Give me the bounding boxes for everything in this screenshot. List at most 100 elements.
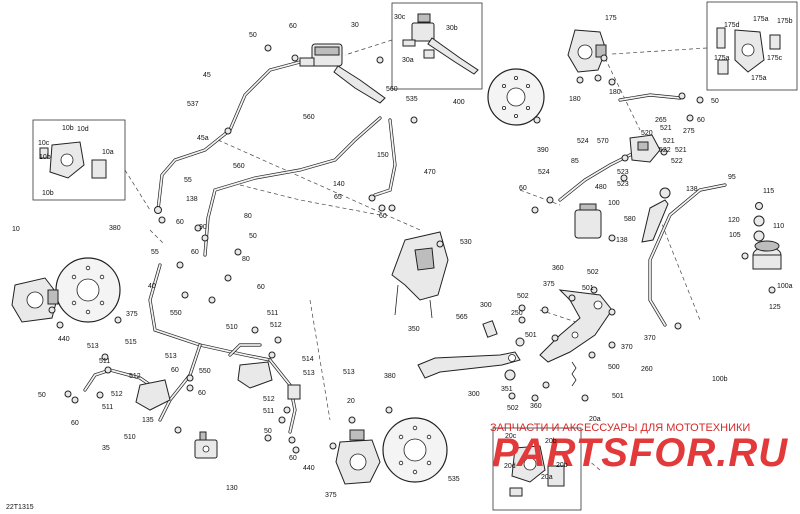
front-right-caliper-inset-parts	[509, 445, 565, 497]
callout-label: 502	[507, 405, 519, 412]
callout-label: 400	[453, 99, 465, 106]
callout-label: 180	[569, 96, 581, 103]
callout-label: 523	[617, 169, 629, 176]
callout-label: 20b	[545, 438, 557, 445]
front-left-brake-disc-380	[55, 257, 121, 323]
pedal-bushing-300	[504, 337, 525, 381]
callout-label: 175a	[753, 16, 769, 23]
callout-label: 175	[605, 15, 617, 22]
inset-box-rear-caliper-detail	[706, 1, 798, 91]
front-left-caliper-10	[11, 277, 59, 323]
callout-label: 511	[102, 404, 113, 411]
pedal-rod-350	[482, 320, 498, 338]
rear-master-cylinder-520	[629, 134, 661, 163]
callout-labels: 30 30c 30b 30a 50 60 45 537 45a 560 560 …	[12, 14, 793, 499]
callout-label: 60	[257, 284, 265, 291]
callout-label: 10b	[39, 154, 51, 161]
callout-label: 524	[538, 169, 550, 176]
callout-label: 560	[386, 86, 398, 93]
callout-label: 512	[263, 396, 275, 403]
callout-label: 510	[124, 434, 136, 441]
callout-label: 524	[577, 138, 589, 145]
callout-label: 125	[769, 304, 781, 311]
callout-label: 470	[424, 169, 436, 176]
callout-label: 511	[263, 408, 274, 415]
protective-sleeve-580	[641, 199, 669, 243]
callout-label: 375	[543, 281, 555, 288]
callout-label: 138	[186, 196, 198, 203]
callout-label: 522	[671, 158, 683, 165]
callout-label: 521	[660, 125, 672, 132]
callout-label: 10b	[62, 125, 74, 132]
callout-label: 390	[537, 147, 549, 154]
callout-label: 580	[624, 216, 636, 223]
callout-label: 120	[728, 217, 740, 224]
callout-label: 535	[448, 476, 460, 483]
callout-label: 60	[176, 219, 184, 226]
callout-label: 50	[264, 428, 272, 435]
callout-label: 501	[582, 285, 594, 292]
rear-caliper-175	[567, 29, 607, 73]
callout-label: 370	[644, 335, 656, 342]
callout-label: 150	[377, 152, 389, 159]
callout-label: 80	[242, 256, 250, 263]
master-cylinder-inset-parts	[402, 13, 479, 75]
callout-label: 50	[249, 233, 257, 240]
callout-label: 40	[148, 283, 156, 290]
callout-label: 100	[608, 200, 620, 207]
callout-label: 130	[226, 485, 238, 492]
callout-label: 85	[571, 158, 579, 165]
callout-label: 375	[325, 492, 337, 499]
callout-label: 530	[460, 239, 472, 246]
callout-label: 135	[142, 417, 154, 424]
callout-label: 10	[12, 226, 20, 233]
distribution-block-510-right	[237, 361, 273, 389]
callout-label: 90	[199, 224, 207, 231]
callout-label: 50	[711, 98, 719, 105]
front-left-caliper-inset-parts	[39, 141, 107, 179]
callout-label: 513	[303, 370, 315, 377]
callout-label: 370	[621, 344, 633, 351]
brake-fluid-reservoir-100	[574, 203, 602, 239]
callout-label: 351	[501, 386, 513, 393]
callout-label: 138	[686, 186, 698, 193]
callout-label: 550	[170, 310, 182, 317]
callout-label: 502	[587, 269, 599, 276]
inset-box-master-cylinder-detail	[391, 2, 483, 90]
callout-label: 60	[289, 23, 297, 30]
callout-label: 350	[408, 326, 420, 333]
callout-label: 100a	[777, 283, 793, 290]
callout-label: 265	[655, 117, 667, 124]
callout-label: 100b	[712, 376, 728, 383]
callout-label: 80	[244, 213, 252, 220]
callout-label: 513	[165, 353, 177, 360]
distribution-block-510-left	[135, 379, 171, 411]
footrest-bracket-500	[539, 289, 613, 363]
callout-label: 30c	[394, 14, 406, 21]
callout-label: 95	[728, 174, 736, 181]
callout-label: 45a	[197, 135, 209, 142]
callout-label: 511	[267, 310, 278, 317]
callout-label: 60	[697, 117, 705, 124]
callout-label: 50	[38, 392, 46, 399]
callout-label: 20a	[589, 416, 601, 423]
callout-label: 260	[641, 366, 653, 373]
callout-label: 513	[87, 343, 99, 350]
callout-label: 514	[302, 356, 314, 363]
junction-514	[287, 384, 301, 400]
callout-label: 502	[517, 293, 529, 300]
callout-label: 480	[595, 184, 607, 191]
callout-label: 275	[683, 128, 695, 135]
abs-hydraulic-unit-130	[194, 431, 218, 459]
callout-label: 512	[129, 373, 141, 380]
callout-label: 65	[334, 194, 342, 201]
callout-label: 60	[191, 249, 199, 256]
callout-label: 535	[406, 96, 418, 103]
callout-label: 440	[58, 336, 70, 343]
spring-260	[571, 361, 577, 387]
watermark-brand: PARTSFOR.RU	[492, 431, 788, 475]
front-master-cylinder-30	[299, 43, 386, 104]
callout-label: 30	[351, 22, 359, 29]
callout-label: 45	[203, 72, 211, 79]
callout-label: 537	[187, 101, 199, 108]
